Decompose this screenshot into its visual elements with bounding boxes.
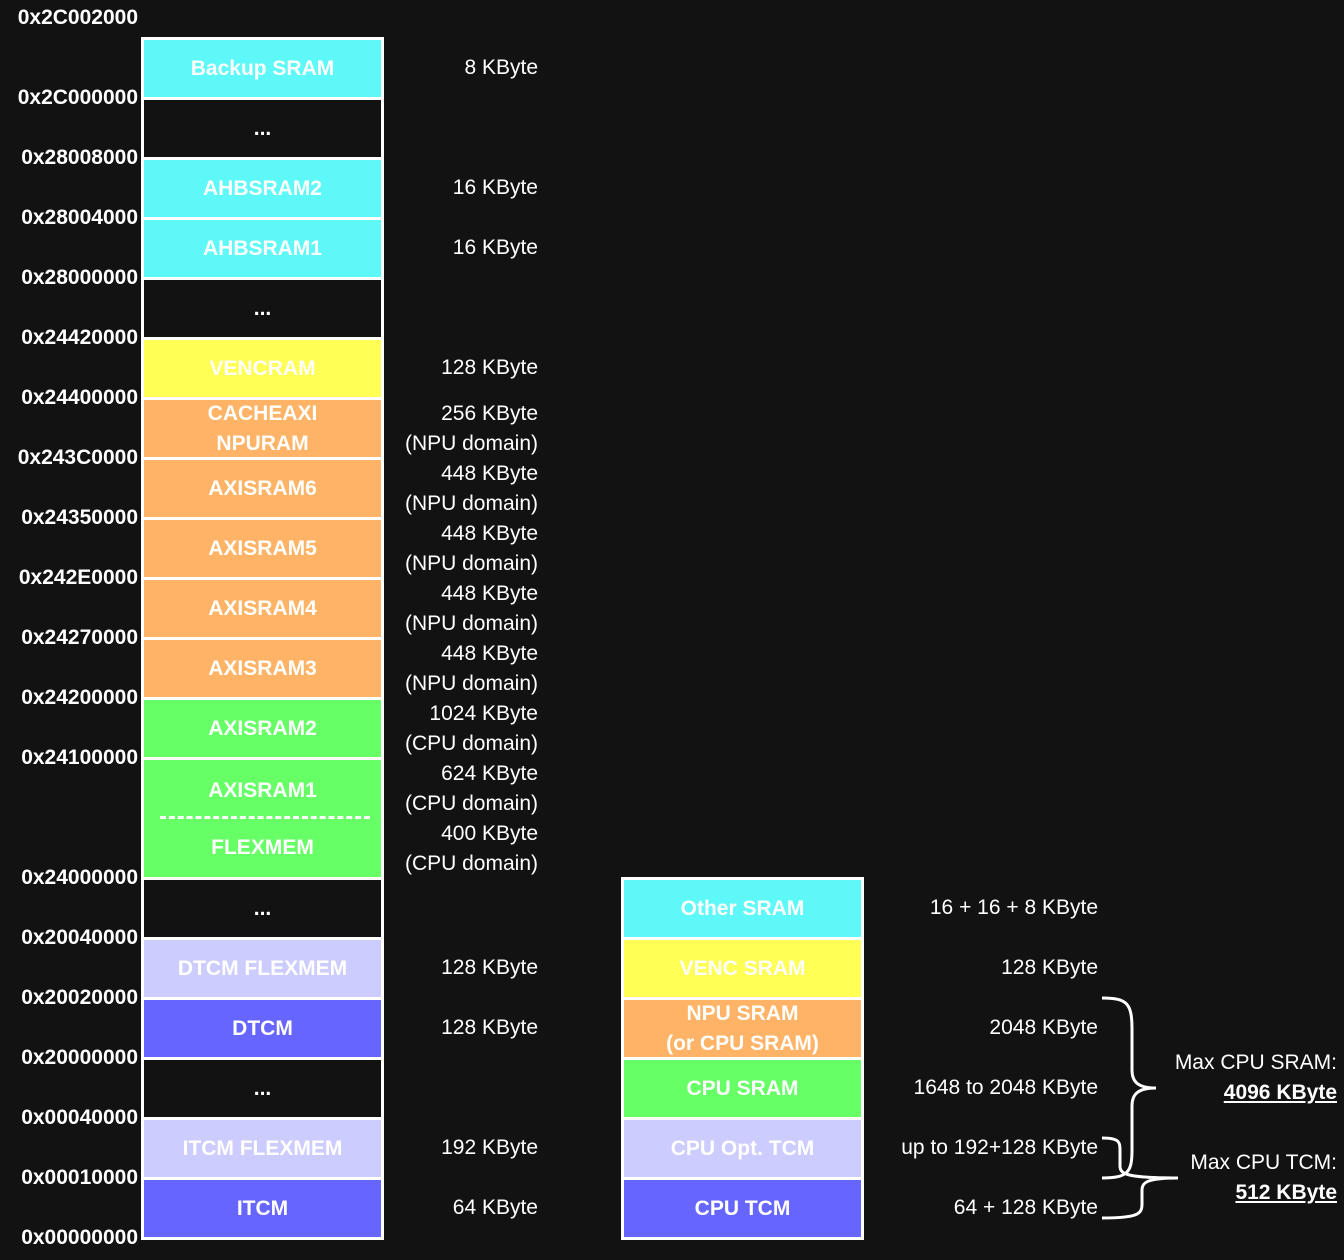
address-label: 0x28008000: [21, 146, 138, 169]
memory-block-gap: ...: [141, 1057, 384, 1120]
summary-size-label: 16 + 16 + 8 KByte: [929, 896, 1098, 919]
address-label: 0x24420000: [21, 326, 138, 349]
sram-brace: [1101, 996, 1157, 1180]
memory-block-axisram6: AXISRAM6: [141, 457, 384, 520]
size-label: 1024 KByte: [429, 702, 538, 725]
flexmem-divider: [160, 816, 370, 819]
memory-block-gap: ...: [141, 277, 384, 340]
size-label: 192 KByte: [441, 1136, 538, 1159]
domain-label: (CPU domain): [404, 792, 538, 815]
domain-label: (NPU domain): [404, 612, 538, 635]
domain-label: (CPU domain): [404, 852, 538, 875]
address-label: 0x24270000: [21, 626, 138, 649]
memory-block-axisram3: AXISRAM3: [141, 637, 384, 700]
size-label: 128 KByte: [441, 956, 538, 979]
address-label: 0x24350000: [21, 506, 138, 529]
size-label: 256 KByte: [441, 402, 538, 425]
domain-label: (NPU domain): [404, 492, 538, 515]
memory-block-ahbsram1: AHBSRAM1: [141, 217, 384, 280]
size-label: 448 KByte: [441, 582, 538, 605]
memory-block-cacheaxi-npuram: CACHEAXI NPURAM: [141, 397, 384, 460]
memory-block-gap: ...: [141, 97, 384, 160]
summary-block-npu-sram: NPU SRAM (or CPU SRAM): [621, 997, 864, 1060]
size-label: 16 KByte: [452, 236, 538, 259]
domain-label: (NPU domain): [404, 552, 538, 575]
memory-block-ahbsram2: AHBSRAM2: [141, 157, 384, 220]
summary-size-label: 64 + 128 KByte: [953, 1196, 1098, 1219]
address-label: 0x24200000: [21, 686, 138, 709]
address-label: 0x24100000: [21, 746, 138, 769]
memory-block-axisram4: AXISRAM4: [141, 577, 384, 640]
address-label: 0x00010000: [21, 1166, 138, 1189]
address-label: 0x20020000: [21, 986, 138, 1009]
address-label: 0x00040000: [21, 1106, 138, 1129]
memory-block-axisram2: AXISRAM2: [141, 697, 384, 760]
address-label: 0x00000000: [21, 1226, 138, 1249]
size-label: 64 KByte: [452, 1196, 538, 1219]
address-label: 0x28004000: [21, 206, 138, 229]
tcm-brace: [1101, 1136, 1178, 1220]
summary-size-label: up to 192+128 KByte: [901, 1136, 1098, 1159]
summary-block-venc-sram: VENC SRAM: [621, 937, 864, 1000]
max-cpu-sram-label: Max CPU SRAM:: [1174, 1051, 1337, 1074]
size-label: 128 KByte: [441, 1016, 538, 1039]
memory-block-dtcm: DTCM: [141, 997, 384, 1060]
summary-size-label: 2048 KByte: [989, 1016, 1098, 1039]
max-cpu-tcm-label: Max CPU TCM:: [1190, 1151, 1337, 1174]
memory-block-dtcm-flexmem: DTCM FLEXMEM: [141, 937, 384, 1000]
domain-label: (NPU domain): [404, 672, 538, 695]
memory-block-backup-sram: Backup SRAM: [141, 37, 384, 100]
domain-label: (NPU domain): [404, 432, 538, 455]
domain-label: (CPU domain): [404, 732, 538, 755]
memory-block-flexmem-label: FLEXMEM: [211, 836, 314, 859]
address-label: 0x2C000000: [17, 86, 138, 109]
address-label: 0x28000000: [21, 266, 138, 289]
memory-block-gap: ...: [141, 877, 384, 940]
size-label: 624 KByte: [441, 762, 538, 785]
size-label: 8 KByte: [464, 56, 538, 79]
summary-block-cpu-opt-tcm: CPU Opt. TCM: [621, 1117, 864, 1180]
summary-size-label: 128 KByte: [1001, 956, 1098, 979]
size-label: 128 KByte: [441, 356, 538, 379]
summary-block-cpu-sram: CPU SRAM: [621, 1057, 864, 1120]
memory-block-vencram: VENCRAM: [141, 337, 384, 400]
memory-block-itcm: ITCM: [141, 1177, 384, 1240]
memory-block-itcm-flexmem: ITCM FLEXMEM: [141, 1117, 384, 1180]
summary-block-cpu-tcm: CPU TCM: [621, 1177, 864, 1240]
summary-block-other-sram: Other SRAM: [621, 877, 864, 940]
size-label: 448 KByte: [441, 642, 538, 665]
grouping-braces: [1101, 996, 1178, 1220]
memory-block-axisram5: AXISRAM5: [141, 517, 384, 580]
size-label: 448 KByte: [441, 462, 538, 485]
size-label: 448 KByte: [441, 522, 538, 545]
address-label: 0x242E0000: [18, 566, 138, 589]
address-label: 0x2C002000: [17, 6, 138, 29]
size-label: 16 KByte: [452, 176, 538, 199]
address-label: 0x20000000: [21, 1046, 138, 1069]
max-cpu-tcm-value: 512 KByte: [1235, 1181, 1337, 1204]
address-label: 0x24400000: [21, 386, 138, 409]
address-label: 0x243C0000: [17, 446, 138, 469]
address-label: 0x20040000: [21, 926, 138, 949]
size-label: 400 KByte: [441, 822, 538, 845]
summary-size-label: 1648 to 2048 KByte: [913, 1076, 1098, 1099]
address-label: 0x24000000: [21, 866, 138, 889]
max-cpu-sram-value: 4096 KByte: [1223, 1081, 1337, 1104]
